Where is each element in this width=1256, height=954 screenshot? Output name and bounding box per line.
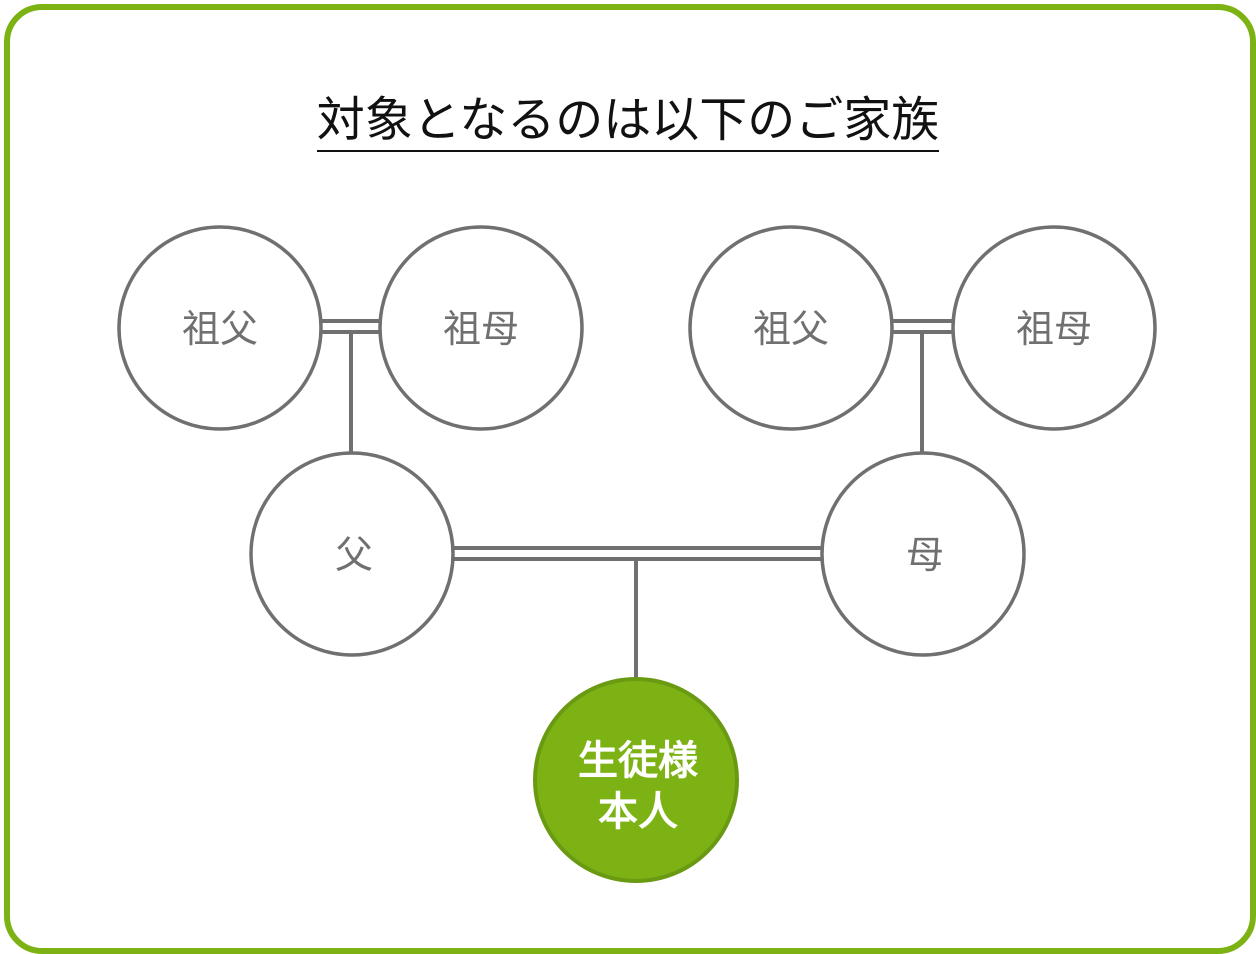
node-label-line2: 本人 [598,789,678,835]
node-mother: 母 [820,451,1026,657]
node-label: 父 [335,533,373,577]
node-label: 母 [906,533,944,577]
node-circle [688,225,894,431]
node-paternal-grandmother: 祖母 [378,225,584,431]
node-circle [249,451,455,657]
connector-lines [322,319,953,679]
node-label: 祖母 [443,307,519,351]
node-circle [820,451,1026,657]
node-label: 祖父 [753,307,829,351]
node-label: 祖母 [1016,307,1092,351]
node-maternal-grandfather: 祖父 [688,225,894,431]
page-title-text: 対象となるのは以下のご家族 [316,92,940,152]
node-circle [951,225,1157,431]
node-label-line1: 生徒様 [578,738,699,784]
node-maternal-grandmother: 祖母 [951,225,1157,431]
page-title: 対象となるのは以下のご家族 [0,88,1256,152]
node-paternal-grandfather: 祖父 [117,225,323,431]
node-circle [533,677,739,883]
node-label: 祖父 [182,307,258,351]
node-father: 父 [249,451,455,657]
node-circle [378,225,584,431]
node-self: 生徒様 本人 [533,677,739,883]
node-circle [117,225,323,431]
